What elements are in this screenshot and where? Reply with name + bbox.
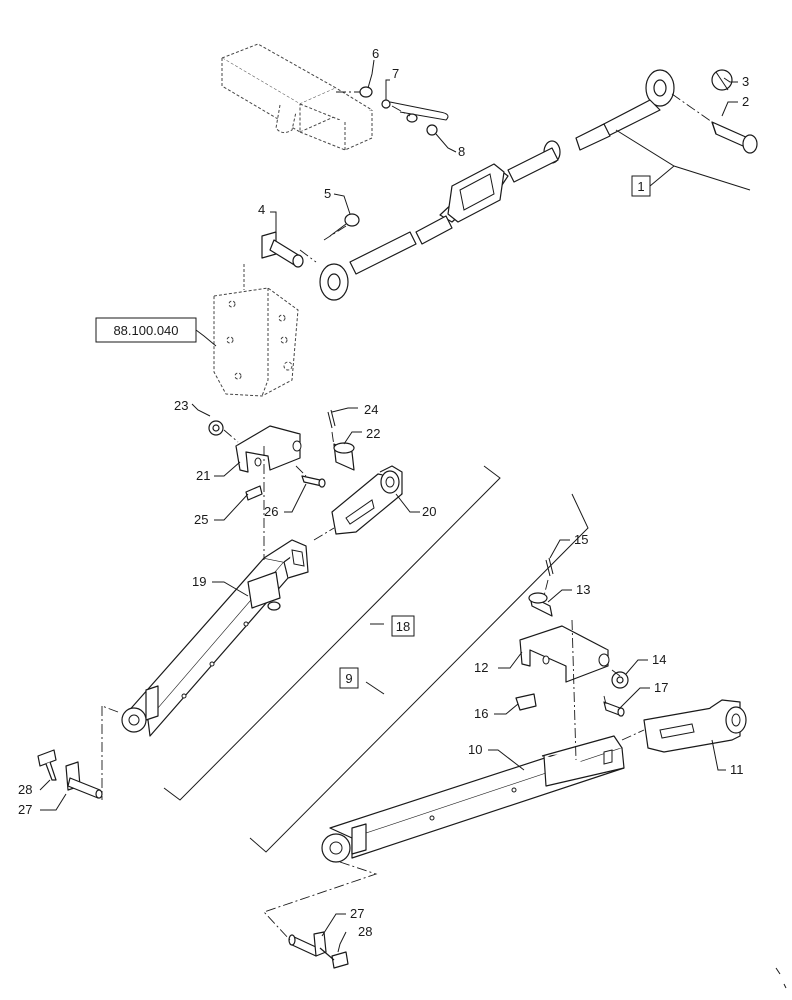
pin-part-4 [261,231,304,268]
bolt-28-right [319,947,349,969]
svg-text:18: 18 [396,619,410,634]
pin-hardware-6-7-8 [359,86,449,136]
pin-26 [301,475,326,488]
spring-25 [245,485,263,501]
clip-part-5 [329,213,360,237]
svg-text:88.100.040: 88.100.040 [113,323,178,338]
pin-27-left [65,761,103,799]
callout-26: 26 [264,504,278,519]
callout-17: 17 [654,680,668,695]
callout-22: 22 [366,426,380,441]
extension-part-20 [331,465,403,535]
pin-part-2 [711,121,758,154]
cotter-pin-24 [327,409,336,429]
extension-part-11 [643,699,747,753]
cotter-pin-15 [545,557,554,577]
pin-22 [333,442,355,471]
pin-13 [528,592,553,617]
callout-21: 21 [196,468,210,483]
reference-box-88-100-040: 88.100.040 [95,317,197,343]
boxed-callout-18: 18 [391,615,415,637]
lynch-pin-part-3 [711,69,733,91]
callout-19: 19 [192,574,206,589]
assembly-line-18 [163,465,501,801]
callout-28-left: 28 [18,782,32,797]
callout-24: 24 [364,402,378,417]
washer-23 [208,420,224,436]
callout-4: 4 [258,202,265,217]
assembly-line-9 [249,493,589,853]
callout-28-right: 28 [358,924,372,939]
callout-27-left: 27 [18,802,32,817]
svg-text:1: 1 [637,179,644,194]
callout-8: 8 [458,144,465,159]
callout-leaders [39,59,751,953]
callout-5: 5 [324,186,331,201]
callout-12: 12 [474,660,488,675]
callout-20: 20 [422,504,436,519]
lower-link-19 [121,539,309,737]
callout-15: 15 [574,532,588,547]
callout-13: 13 [576,582,590,597]
callout-11: 11 [730,762,744,777]
callout-16: 16 [474,706,488,721]
callout-6: 6 [372,46,379,61]
svg-text:9: 9 [345,671,352,686]
boxed-callout-9: 9 [339,667,359,689]
check-chain-bracket-12 [519,625,610,683]
callout-25: 25 [194,512,208,527]
ghost-tractor-mount [213,264,299,397]
callout-14: 14 [652,652,666,667]
callout-23: 23 [174,398,188,413]
callout-2: 2 [742,94,749,109]
bolt-28-left [37,749,57,781]
ghost-frame-bracket [220,43,374,151]
spring-16 [515,693,537,711]
check-chain-bracket-21 [235,425,302,473]
washer-14 [611,671,629,689]
callout-27-right: 27 [350,906,364,921]
corner-mark [783,983,787,989]
callout-3: 3 [742,74,749,89]
top-link-assembly [319,69,675,301]
callout-10: 10 [468,742,482,757]
pin-17 [603,701,625,717]
boxed-callout-1: 1 [631,175,651,197]
callout-7: 7 [392,66,399,81]
lower-link-10 [321,735,625,863]
pin-27-right [288,931,327,957]
corner-mark [775,967,781,975]
